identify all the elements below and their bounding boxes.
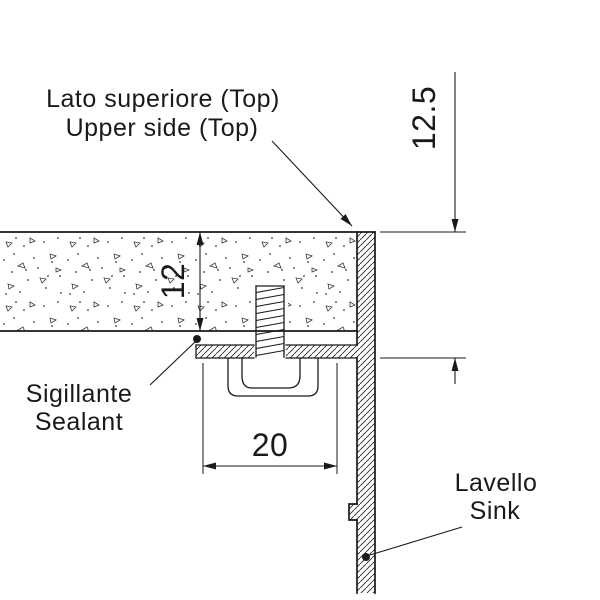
label-sealant-it: Sigillante bbox=[26, 380, 132, 408]
sink-outline bbox=[195, 231, 376, 594]
fixing-screw bbox=[255, 285, 285, 358]
leader-line bbox=[369, 526, 463, 556]
arrowhead bbox=[203, 462, 216, 470]
dimension-value-rim-depth: 12.5 bbox=[406, 86, 442, 150]
callout-upper-side: Lato superiore (Top) Upper side (Top) bbox=[46, 85, 353, 227]
label-sink-en: Sink bbox=[470, 497, 521, 525]
countertop-outline bbox=[0, 231, 358, 332]
label-upper-side-en: Upper side (Top) bbox=[66, 114, 259, 142]
arrowhead bbox=[451, 219, 459, 232]
label-upper-side-it: Lato superiore (Top) bbox=[46, 85, 280, 113]
leader-dot bbox=[362, 553, 370, 561]
leader-arrowhead bbox=[340, 214, 352, 226]
leader-dot bbox=[193, 335, 201, 343]
clamp-outer-profile bbox=[227, 357, 319, 397]
sink-wall-bead bbox=[349, 504, 357, 520]
dimension-value-top-thickness: 12 bbox=[155, 263, 191, 300]
dimension-clamp-width: 20 bbox=[202, 363, 338, 474]
leader-line bbox=[271, 140, 353, 227]
leader-line bbox=[149, 341, 196, 386]
callout-sealant: Sigillante Sealant bbox=[26, 335, 201, 436]
fixing-clamp bbox=[227, 357, 319, 397]
dimension-rim-depth: 12.5 bbox=[380, 72, 466, 384]
dimension-value-clamp-width: 20 bbox=[252, 427, 289, 463]
sink-wall-material bbox=[357, 232, 375, 593]
countertop-material bbox=[0, 232, 357, 331]
arrowhead bbox=[196, 232, 204, 245]
label-sealant-en: Sealant bbox=[35, 408, 123, 436]
dimension-top-thickness: 12 bbox=[155, 232, 204, 331]
arrowhead bbox=[451, 358, 459, 371]
screw-threads bbox=[256, 286, 284, 357]
clamp-inner-slot bbox=[241, 357, 301, 389]
label-sink-it: Lavello bbox=[455, 469, 538, 497]
arrowhead bbox=[196, 318, 204, 331]
callout-sink: Lavello Sink bbox=[362, 469, 537, 561]
sink-wall-bead-outline bbox=[348, 503, 358, 521]
arrowhead bbox=[324, 462, 337, 470]
